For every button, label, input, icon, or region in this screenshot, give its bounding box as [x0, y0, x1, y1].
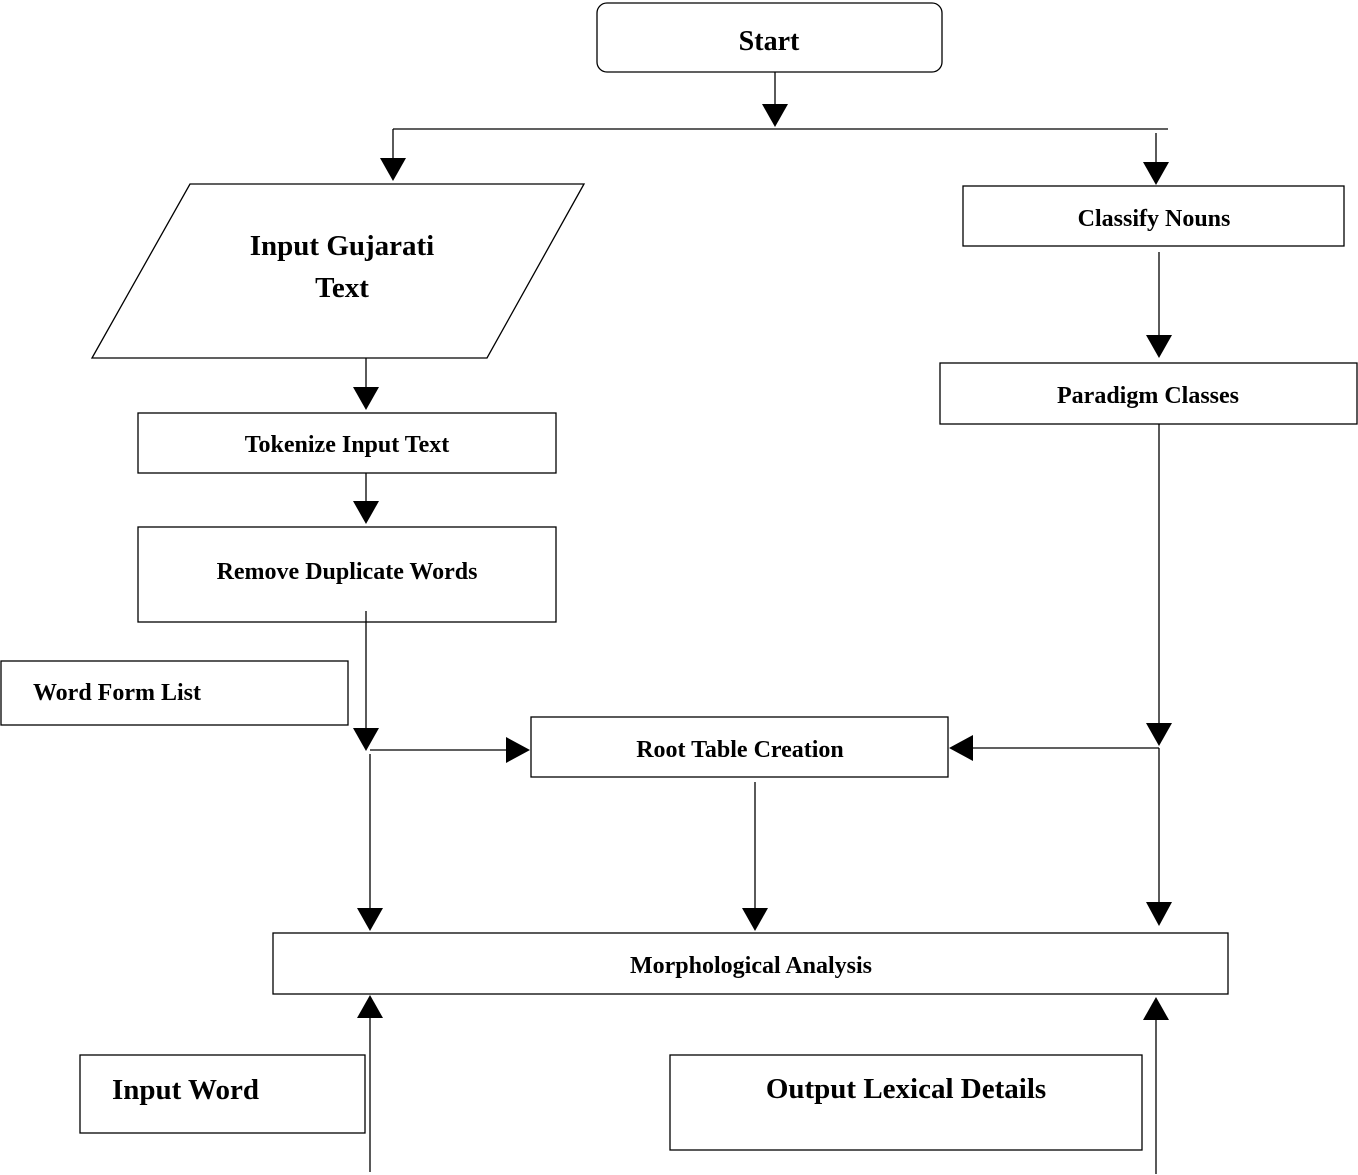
- input-word-node: Input Word: [79, 1054, 366, 1134]
- word-form-list-label: Word Form List: [33, 680, 201, 706]
- edge-output-to-morph: [1143, 997, 1169, 1174]
- edge-start-split: [393, 72, 1168, 130]
- paradigm-classes-node: Paradigm Classes: [939, 362, 1358, 425]
- tokenize-label: Tokenize Input Text: [245, 432, 450, 458]
- edge-input-to-tokenize: [353, 358, 379, 410]
- word-form-list-node: Word Form List: [0, 660, 349, 726]
- edge-paradigm-to-junction: [1146, 424, 1172, 746]
- classify-nouns-label: Classify Nouns: [1078, 206, 1231, 232]
- morphological-analysis-label: Morphological Analysis: [630, 953, 872, 979]
- edge-junction-to-root-table-right: [949, 735, 1159, 761]
- output-lexical-details-node: Output Lexical Details: [669, 1054, 1143, 1151]
- edge-input-word-to-morph: [357, 995, 383, 1172]
- remove-duplicates-node: Remove Duplicate Words: [137, 526, 557, 623]
- input-text-label-line1: Input Gujarati: [250, 230, 435, 262]
- edge-tokenize-to-remove: [353, 473, 379, 524]
- input-word-label: Input Word: [112, 1074, 259, 1106]
- start-label: Start: [739, 26, 800, 57]
- input-text-label-line2: Text: [315, 272, 369, 304]
- edge-remove-to-junction: [353, 611, 379, 751]
- edge-root-table-to-morph: [742, 782, 768, 931]
- morphological-analysis-node: Morphological Analysis: [272, 932, 1229, 995]
- edge-junction-to-root-table: [370, 737, 530, 763]
- edge-to-input-text: [380, 129, 406, 181]
- classify-nouns-node: Classify Nouns: [962, 185, 1345, 247]
- remove-duplicates-label: Remove Duplicate Words: [217, 559, 478, 585]
- paradigm-classes-label: Paradigm Classes: [1057, 383, 1239, 409]
- root-table-creation-node: Root Table Creation: [530, 716, 949, 778]
- edge-to-classify-nouns: [1143, 133, 1169, 185]
- input-gujarati-text-node: Input Gujarati Text: [90, 183, 586, 359]
- edge-right-junction-to-morph: [1146, 748, 1172, 926]
- edge-junction-to-morph: [357, 754, 383, 931]
- tokenize-node: Tokenize Input Text: [137, 412, 557, 474]
- edge-classify-to-paradigm: [1146, 252, 1172, 358]
- output-lexical-details-label: Output Lexical Details: [766, 1073, 1046, 1105]
- root-table-creation-label: Root Table Creation: [636, 737, 844, 763]
- start-node: Start: [596, 2, 943, 73]
